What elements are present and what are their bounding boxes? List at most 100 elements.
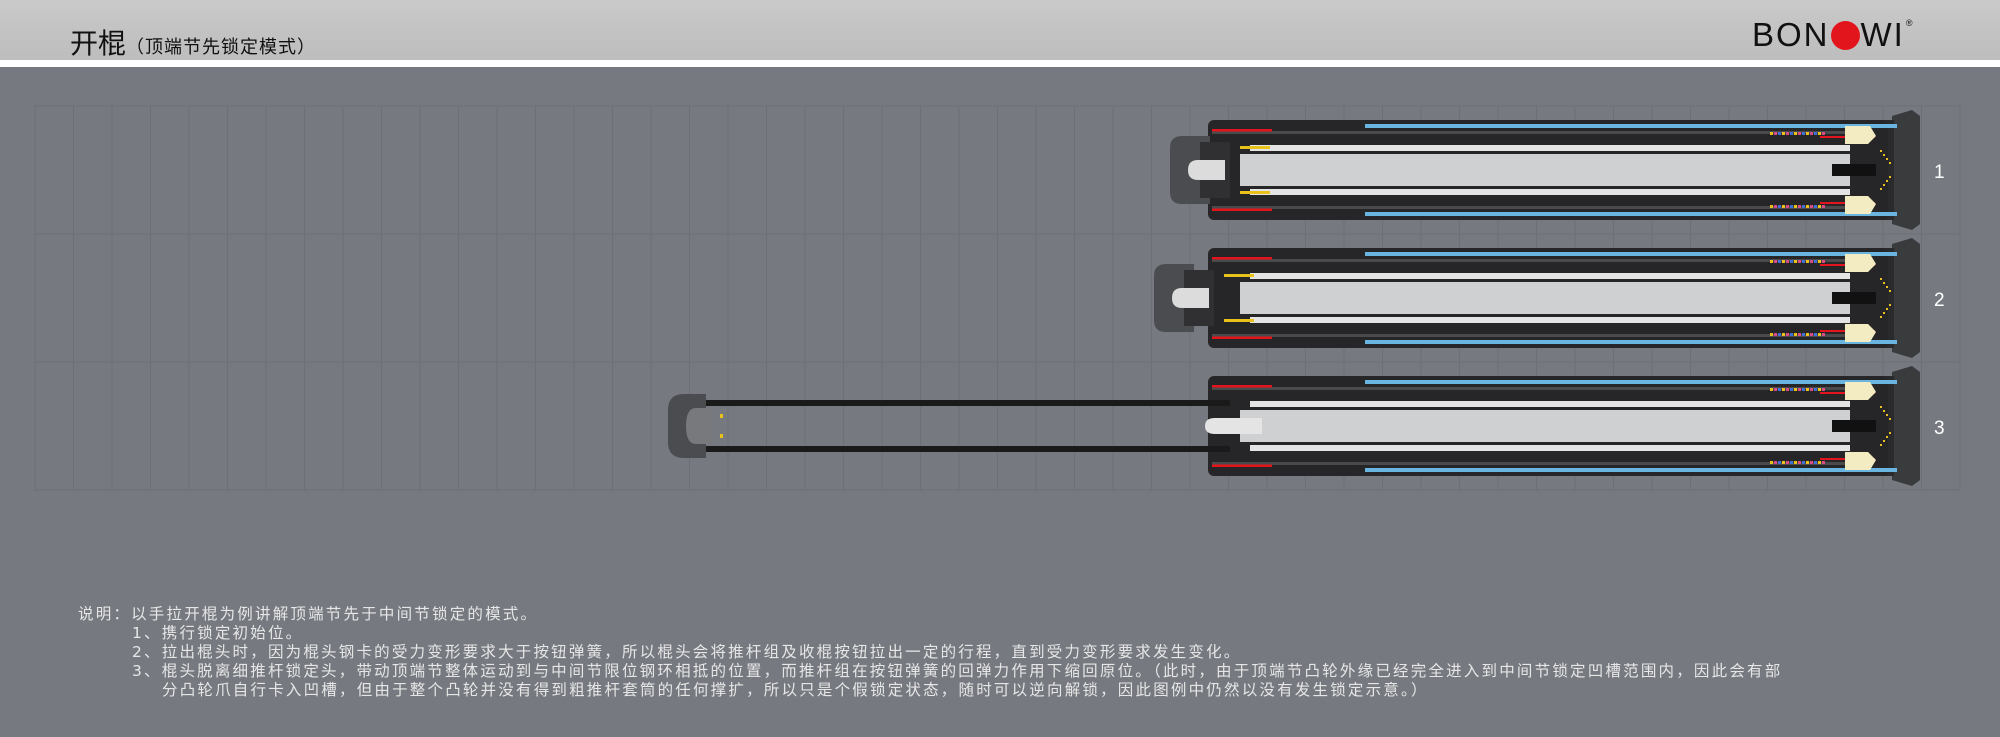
- extended-tip-rod-bottom: [698, 446, 1230, 452]
- stage-label-2: 2: [1934, 290, 1945, 311]
- middle-tube-line-top: [1212, 387, 1872, 390]
- red-accent: [1212, 336, 1272, 339]
- pin-marker: [1778, 333, 1781, 336]
- middle-tube-line-bottom: [1212, 206, 1872, 209]
- steel-clip: [1224, 274, 1254, 277]
- title-subtitle: （顶端节先锁定模式）: [126, 37, 317, 58]
- pin-marker: [1782, 333, 1785, 336]
- spring-dot: [1880, 278, 1882, 280]
- outer-tube-highlight-bottom: [1365, 468, 1897, 472]
- pin-marker: [1774, 260, 1777, 263]
- spring-dot: [1883, 282, 1885, 284]
- middle-tube-line-top: [1212, 131, 1872, 134]
- pin-marker: [1798, 132, 1801, 135]
- pin-marker: [1818, 205, 1821, 208]
- pin-marker: [1822, 461, 1825, 464]
- pin-marker: [1806, 132, 1809, 135]
- pin-marker: [1798, 388, 1801, 391]
- inner-rail-top: [1250, 145, 1850, 151]
- logo-registered-mark: ®: [1905, 18, 1915, 28]
- pin-marker: [1770, 388, 1773, 391]
- pin-marker: [1778, 132, 1781, 135]
- lock-claw: [1845, 126, 1876, 144]
- pin-marker: [1778, 260, 1781, 263]
- spring-dot: [1889, 290, 1891, 292]
- pin-marker: [1798, 205, 1801, 208]
- spring-dot: [1889, 176, 1891, 178]
- middle-tube-line-bottom: [1212, 462, 1872, 465]
- spring-dot: [1886, 308, 1888, 310]
- steel-clip: [720, 414, 723, 418]
- pin-marker: [1798, 333, 1801, 336]
- button-slot: [1832, 420, 1876, 432]
- outer-tube-highlight-top: [1365, 124, 1897, 128]
- middle-tube-line-bottom: [1212, 334, 1872, 337]
- pin-marker: [1782, 461, 1785, 464]
- page-title: 开棍（顶端节先锁定模式）: [70, 22, 316, 62]
- head-tip: [1172, 288, 1209, 308]
- pin-marker: [1774, 461, 1777, 464]
- pin-marker: [1802, 388, 1805, 391]
- inner-rail-top: [1250, 273, 1850, 279]
- inner-rail-bottom: [1250, 317, 1850, 323]
- baton-stage-3: [668, 366, 1920, 486]
- pin-marker: [1810, 132, 1813, 135]
- pin-marker: [1814, 388, 1817, 391]
- spring-dot: [1883, 440, 1885, 442]
- spring-dot: [1886, 436, 1888, 438]
- push-rod: [1240, 154, 1850, 186]
- spring-dot: [1880, 444, 1882, 446]
- pin-marker: [1810, 333, 1813, 336]
- spring-dot: [1886, 180, 1888, 182]
- pin-marker: [1770, 132, 1773, 135]
- pin-marker: [1802, 461, 1805, 464]
- steel-clip: [1224, 319, 1254, 322]
- lock-claw: [1845, 324, 1876, 342]
- pin-marker: [1810, 388, 1813, 391]
- pin-marker: [1802, 333, 1805, 336]
- pin-marker: [1810, 260, 1813, 263]
- pin-marker: [1798, 260, 1801, 263]
- notes-heading: 说明：以手拉开棍为例讲解顶端节先于中间节锁定的模式。: [78, 605, 539, 623]
- end-cap: [1892, 238, 1920, 358]
- pin-marker: [1822, 260, 1825, 263]
- steel-clip: [1240, 191, 1270, 194]
- note-item-1: 1、携行锁定初始位。: [132, 624, 304, 642]
- stage-label-3: 3: [1934, 418, 1945, 439]
- pin-marker: [1790, 388, 1793, 391]
- logo-text-left: BON: [1752, 16, 1830, 53]
- spring-dot: [1883, 410, 1885, 412]
- pin-marker: [1786, 333, 1789, 336]
- head-tip: [1188, 160, 1225, 180]
- spring-dot: [1883, 154, 1885, 156]
- spring-dot: [1889, 162, 1891, 164]
- pin-marker: [1770, 260, 1773, 263]
- pin-marker: [1818, 461, 1821, 464]
- pin-marker: [1794, 333, 1797, 336]
- red-accent: [1212, 257, 1272, 260]
- pin-marker: [1802, 132, 1805, 135]
- pin-marker: [1786, 260, 1789, 263]
- middle-tube-line-top: [1212, 259, 1872, 262]
- notes-section: 说明：以手拉开棍为例讲解顶端节先于中间节锁定的模式。 1、携行锁定初始位。 2、…: [78, 605, 1782, 700]
- red-accent: [1212, 385, 1272, 388]
- baton-stage-1: [1170, 110, 1920, 230]
- pin-marker: [1778, 388, 1781, 391]
- pin-marker: [1814, 333, 1817, 336]
- steel-clip: [1240, 146, 1270, 149]
- pin-marker: [1790, 333, 1793, 336]
- pin-marker: [1802, 260, 1805, 263]
- lock-claw: [1845, 382, 1876, 400]
- spring-dot: [1880, 316, 1882, 318]
- pin-marker: [1782, 260, 1785, 263]
- spring-dot: [1886, 414, 1888, 416]
- pin-marker: [1770, 461, 1773, 464]
- pin-marker: [1786, 205, 1789, 208]
- spring-dot: [1883, 312, 1885, 314]
- end-cap: [1892, 366, 1920, 486]
- pin-marker: [1794, 205, 1797, 208]
- pin-marker: [1802, 205, 1805, 208]
- extended-tip-rod-top: [698, 400, 1230, 406]
- pin-marker: [1806, 260, 1809, 263]
